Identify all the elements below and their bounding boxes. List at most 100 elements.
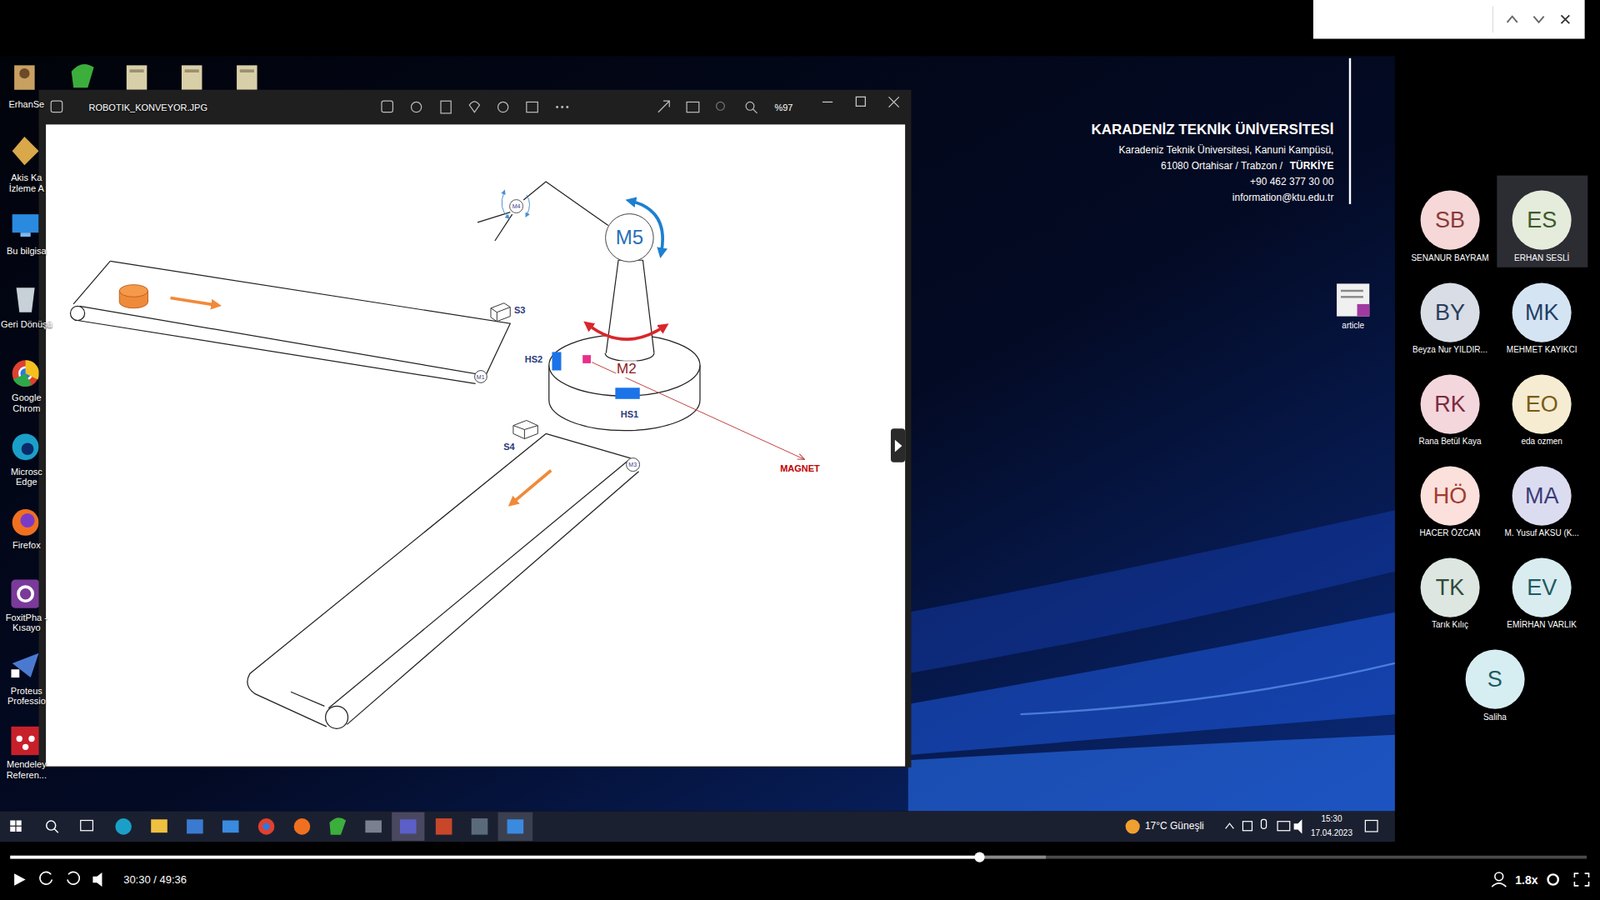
viewer-window bbox=[565, 105, 569, 109]
robot-arm bbox=[495, 214, 513, 241]
top-conveyor bbox=[80, 260, 511, 375]
circle-shape bbox=[1512, 282, 1572, 342]
bottom-conveyor bbox=[247, 433, 546, 726]
avatar-circle: RKRana Betül Kaya bbox=[1420, 374, 1480, 435]
video-controls bbox=[1495, 872, 1504, 881]
motor-label: M5 bbox=[615, 227, 644, 248]
video-controls bbox=[92, 872, 102, 887]
viewer-window bbox=[745, 101, 755, 110]
avatar-initials: EV bbox=[1526, 576, 1557, 600]
viewer-window bbox=[889, 96, 900, 107]
desktop-icons bbox=[126, 65, 147, 90]
top-conveyor bbox=[73, 260, 110, 304]
desktop-icons bbox=[12, 214, 40, 233]
circle-shape bbox=[1420, 558, 1480, 618]
video-controls bbox=[40, 871, 52, 885]
label-text: HS2 bbox=[524, 354, 544, 365]
viewer-window bbox=[498, 101, 509, 112]
label-text: S4 bbox=[502, 441, 515, 453]
avatar-circle: EVEMİRHAN VARLIK bbox=[1511, 557, 1572, 618]
label-text: Bu bilgisa bbox=[0, 245, 53, 257]
participant-name: eda ozmen bbox=[1520, 436, 1562, 447]
taskbar bbox=[80, 820, 94, 830]
motor-circle: M4 bbox=[509, 199, 524, 214]
taskbar bbox=[0, 810, 1395, 842]
sensor-box bbox=[513, 425, 538, 440]
label-text: Firefox bbox=[0, 540, 53, 551]
product-cylinder bbox=[119, 285, 148, 298]
desktop-icons bbox=[12, 433, 40, 460]
avatar-circle: TKTarık Kılıç bbox=[1420, 557, 1480, 618]
desktop-icons bbox=[10, 669, 20, 678]
participant-name: ERHAN SESLİ bbox=[1514, 253, 1570, 264]
bottom-conveyor bbox=[325, 705, 349, 729]
flow-arrow bbox=[512, 470, 552, 503]
desktop-icons bbox=[16, 735, 23, 742]
product-cylinder bbox=[119, 285, 148, 309]
viewer-window bbox=[381, 100, 393, 112]
participant-name: MEHMET KAYIKCI bbox=[1506, 345, 1578, 355]
taskbar bbox=[150, 819, 168, 833]
motor-label: M4 bbox=[512, 203, 521, 210]
bottom-conveyor bbox=[290, 691, 325, 706]
desktop-icons bbox=[236, 65, 257, 90]
motor-label: M1 bbox=[476, 373, 485, 380]
search-box bbox=[1492, 5, 1494, 33]
desktop-icons bbox=[12, 360, 40, 387]
desktop-wallpaper bbox=[908, 735, 1395, 812]
robot-arm bbox=[477, 181, 609, 241]
circle-shape bbox=[1512, 558, 1572, 618]
label-text: ROBOTIK_KONVEYOR.JPG bbox=[89, 101, 208, 113]
circle-shape bbox=[1420, 190, 1480, 250]
label-text: 15:30 bbox=[1320, 815, 1342, 825]
taskbar bbox=[1294, 819, 1303, 834]
label-text: Proteus Professio bbox=[0, 685, 53, 707]
viewer-window bbox=[658, 100, 670, 112]
taskbar bbox=[507, 819, 525, 834]
viewer-window bbox=[469, 101, 480, 113]
desktop-icons bbox=[10, 580, 40, 609]
label-text: KARADENİZ TEKNİK ÜNİVERSİTESİ bbox=[1090, 121, 1334, 139]
desktop-wallpaper bbox=[1020, 663, 1395, 715]
viewer-window bbox=[526, 101, 538, 112]
taskbar bbox=[1365, 820, 1378, 831]
desktop-icons bbox=[13, 373, 32, 387]
desktop-icons bbox=[20, 513, 35, 528]
viewer-window bbox=[39, 90, 912, 768]
participant-name: Saliha bbox=[1483, 712, 1507, 723]
taskbar bbox=[16, 820, 22, 825]
avatar-initials: HÖ bbox=[1433, 485, 1468, 508]
avatar-initials: EO bbox=[1525, 392, 1559, 415]
desktop-icons bbox=[22, 744, 29, 750]
label-text: 17°C Güneşli bbox=[1145, 820, 1205, 833]
desktop-icons bbox=[1357, 304, 1370, 317]
desktop-icons bbox=[1340, 295, 1364, 298]
desktop-icons bbox=[71, 64, 95, 88]
hall-sensor bbox=[615, 387, 640, 399]
avatar-initials: RK bbox=[1434, 392, 1466, 415]
viewer-window bbox=[686, 101, 700, 112]
label-text: %97 bbox=[774, 101, 793, 113]
participant-name: Tarık Kılıç bbox=[1431, 620, 1469, 630]
desktop-icons bbox=[1336, 283, 1370, 316]
viewer-window bbox=[753, 109, 758, 114]
video-controls bbox=[980, 855, 1047, 860]
rotation-arrow bbox=[526, 195, 530, 215]
viewer-window bbox=[410, 101, 421, 112]
taskbar bbox=[1277, 821, 1290, 831]
circle-shape bbox=[605, 214, 655, 263]
participant-name: SENANUR BAYRAM bbox=[1410, 253, 1489, 264]
viewer-window bbox=[560, 105, 564, 109]
taskbar bbox=[115, 818, 132, 835]
desktop-icons bbox=[185, 69, 200, 73]
circle-shape bbox=[1512, 374, 1572, 434]
participant-name: Rana Betül Kaya bbox=[1418, 436, 1481, 447]
label-text: MAGNET bbox=[779, 463, 821, 475]
video-controls bbox=[10, 855, 980, 860]
desktop-icons bbox=[10, 726, 40, 755]
taskbar bbox=[10, 820, 15, 825]
desktop-icons bbox=[18, 586, 33, 601]
video-controls bbox=[1574, 873, 1589, 886]
